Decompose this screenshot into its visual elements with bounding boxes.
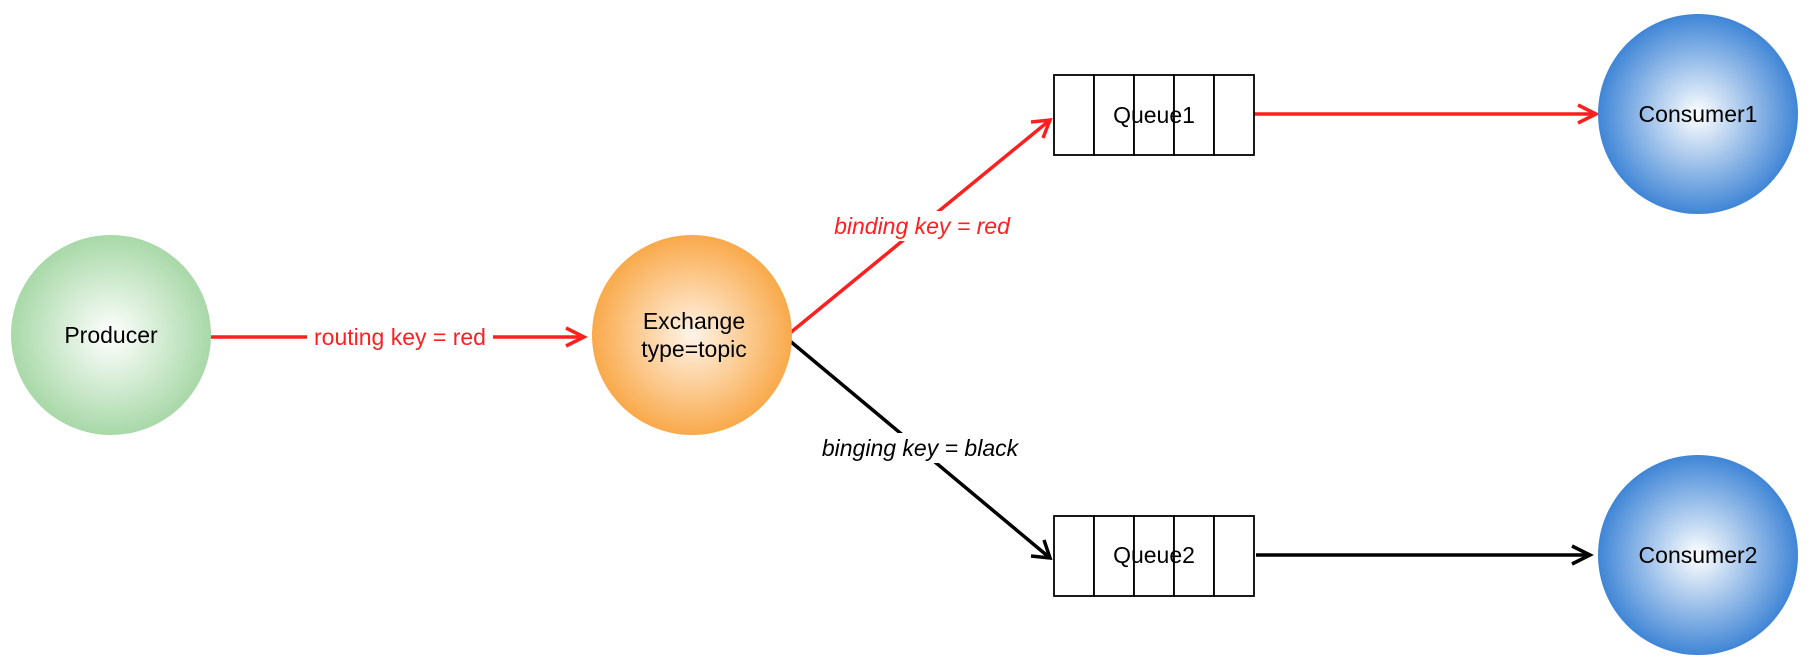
consumer2-label: Consumer2: [1639, 542, 1758, 568]
queue-cell: [1213, 515, 1255, 597]
consumer2-circle: [1598, 455, 1798, 655]
edge-label-bg: [822, 211, 1022, 241]
consumer1-label: Consumer1: [1639, 101, 1758, 127]
edge-label-routing-key: routing key = red: [314, 324, 486, 350]
edge-label-bg: [307, 322, 493, 352]
exchange-label-line2: type=topic: [641, 336, 747, 362]
exchange-circle: [592, 235, 792, 435]
producer-label: Producer: [64, 322, 158, 348]
edge-exchange-queue1: binding key = red: [788, 117, 1053, 335]
queue2-label: Queue2: [1113, 542, 1195, 568]
edge-exchange-queue2: binging key = black: [788, 339, 1053, 561]
edge-label-binding-key-red: binding key = red: [834, 213, 1011, 239]
arrowhead-icon: [1030, 117, 1053, 139]
queue-cell: [1053, 74, 1095, 156]
node-queue1: Queue1: [1053, 74, 1255, 156]
node-producer: Producer: [11, 235, 211, 435]
queue-cell: [1173, 74, 1215, 156]
arrowhead-icon: [1577, 103, 1600, 125]
node-queue2: Queue2: [1053, 515, 1255, 597]
edge-queue1-consumer1: [1254, 103, 1600, 125]
node-consumer1: Consumer1: [1598, 14, 1798, 214]
queue-cell: [1133, 515, 1175, 597]
queue-cell: [1213, 74, 1255, 156]
arrowhead-icon: [1030, 539, 1053, 561]
node-exchange: Exchange type=topic: [592, 235, 792, 435]
queue-cell: [1093, 74, 1135, 156]
node-consumer2: Consumer2: [1598, 455, 1798, 655]
queue1-label: Queue1: [1113, 102, 1195, 128]
edge-label-bg: [815, 433, 1025, 463]
edge-queue2-consumer2: [1256, 544, 1594, 566]
queue-cell: [1053, 515, 1095, 597]
edge-producer-exchange: routing key = red: [210, 322, 588, 352]
consumer1-circle: [1598, 14, 1798, 214]
exchange-label-line1: Exchange: [643, 308, 745, 334]
producer-circle: [11, 235, 211, 435]
arrowhead-icon: [1571, 544, 1594, 566]
queue-cell: [1093, 515, 1135, 597]
edge-label-binding-key-black: binging key = black: [822, 435, 1020, 461]
arrowhead-icon: [565, 326, 588, 348]
queue-cell: [1133, 74, 1175, 156]
